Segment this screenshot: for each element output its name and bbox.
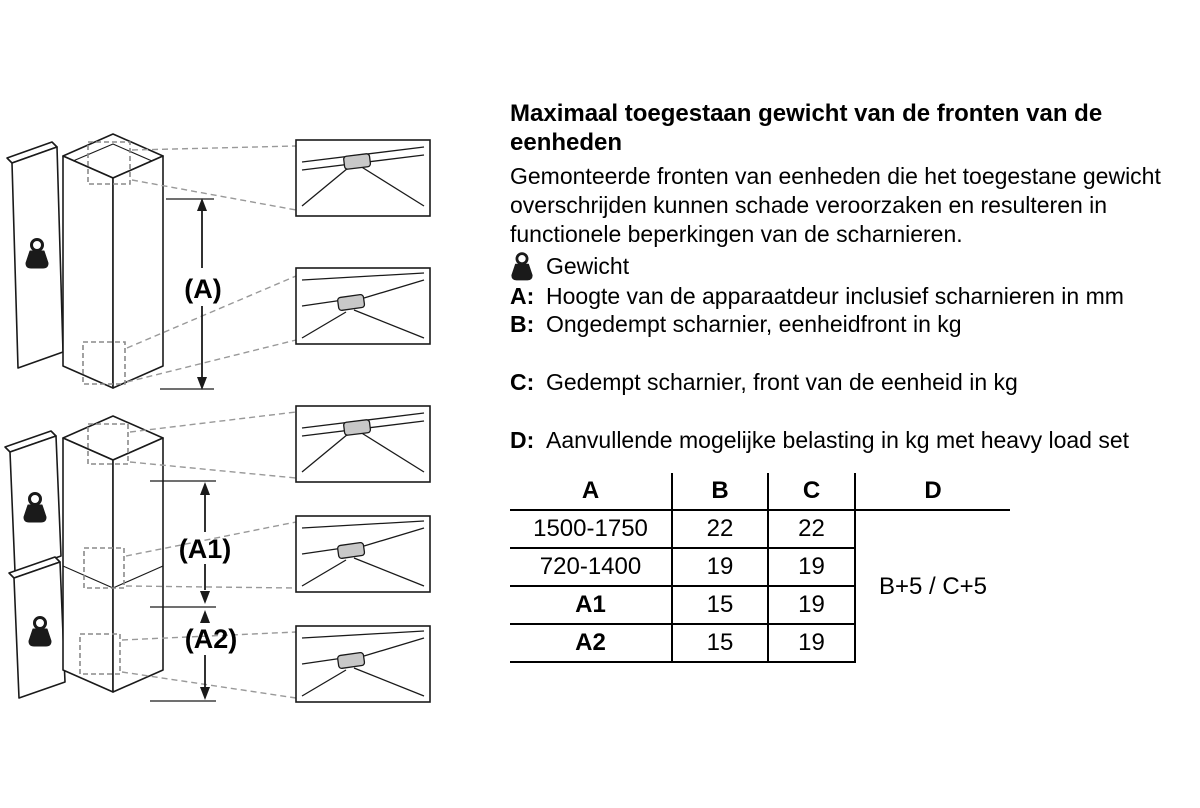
legend-item-c: C: Gedempt scharnier, front van de eenhe… xyxy=(510,368,1166,397)
legend-text: Aanvullende mogelijke belasting in kg me… xyxy=(546,427,1130,454)
cell-a: 1500-1750 xyxy=(510,510,672,550)
cell-a: A2 xyxy=(510,624,672,664)
table-header-row: A B C D xyxy=(510,473,1010,512)
cell-c: 19 xyxy=(767,548,855,588)
table-row: 1500-1750 22 22 B+5 / C+5 xyxy=(510,510,1010,663)
legend-key: A: xyxy=(510,282,535,309)
legend-weight: Gewicht xyxy=(510,251,1166,282)
table-row: A2 15 19 xyxy=(510,624,1010,664)
dimension-a xyxy=(160,198,214,390)
col-header-d: D xyxy=(854,473,1010,512)
cell-c: 19 xyxy=(767,586,855,626)
hinge-marker-top xyxy=(87,423,129,465)
hinge-marker-bottom xyxy=(82,341,126,385)
legend-text: Hoogte van de apparaatdeur inclusief sch… xyxy=(546,282,1124,309)
legend-key: C: xyxy=(510,369,535,396)
hinge-detail-box xyxy=(295,625,431,703)
cabinet xyxy=(62,133,164,389)
intro-paragraph: Gemonteerde fronten van eenheden die het… xyxy=(510,162,1161,247)
page-title: Maximaal toegestaan gewicht van de front… xyxy=(510,100,1103,156)
hinge-marker-middle xyxy=(83,547,125,589)
col-header-c: C xyxy=(767,473,855,512)
table-row: 720-1400 19 19 xyxy=(510,548,1010,588)
hinge-marker-bottom xyxy=(79,633,121,675)
dimension-label-a2: (A2) xyxy=(185,624,238,654)
door-panel-upper xyxy=(4,430,62,573)
legend-item-d: D: Aanvullende mogelijke belasting in kg… xyxy=(510,426,1166,455)
hinge-detail-box xyxy=(295,267,431,345)
leader-lines xyxy=(121,411,297,699)
appliance-diagrams: (A) xyxy=(4,133,431,703)
single-door-diagram: (A) xyxy=(6,133,431,390)
leader-lines xyxy=(126,145,297,383)
cabinet xyxy=(62,415,164,693)
cell-d-span: B+5 / C+5 xyxy=(854,510,1010,663)
legend-item-b: B: Ongedempt scharnier, eenheidfront in … xyxy=(510,310,1166,339)
weight-icon xyxy=(510,251,546,282)
content-column: Maximaal toegestaan gewicht van de front… xyxy=(510,100,1166,664)
cell-b: 22 xyxy=(671,510,768,550)
cell-a: 720-1400 xyxy=(510,548,672,588)
max-weight-table: A B C D 1500-1750 22 22 B+5 / C+5 720-14… xyxy=(510,473,1010,664)
cell-b: 15 xyxy=(671,624,768,664)
dimension-label-a1: (A1) xyxy=(179,534,232,564)
cell-b: 19 xyxy=(671,548,768,588)
legend-text: Ongedempt scharnier, eenheidfront in kg xyxy=(546,311,962,338)
hinge-detail-box xyxy=(295,139,431,217)
legend-text: Gedempt scharnier, front van de eenheid … xyxy=(546,369,1018,396)
dimension-a2 xyxy=(150,610,216,702)
col-header-a: A xyxy=(510,473,672,512)
legend-item-a: A: Hoogte van de apparaatdeur inclusief … xyxy=(510,282,1166,311)
cell-c: 22 xyxy=(767,510,855,550)
cell-c: 19 xyxy=(767,624,855,664)
legend-key: D: xyxy=(510,427,535,454)
legend-key: B: xyxy=(510,311,535,338)
table-row: A1 15 19 xyxy=(510,586,1010,626)
dimension-a1 xyxy=(150,480,216,608)
double-door-diagram: (A1) (A2) xyxy=(4,405,431,703)
hinge-marker-top xyxy=(87,141,131,185)
hinge-detail-box xyxy=(295,405,431,483)
col-header-b: B xyxy=(671,473,768,512)
cell-b: 15 xyxy=(671,586,768,626)
cell-a: A1 xyxy=(510,586,672,626)
dimension-label-a: (A) xyxy=(184,274,221,304)
legend-weight-label: Gewicht xyxy=(546,253,630,280)
hinge-detail-box xyxy=(295,515,431,593)
